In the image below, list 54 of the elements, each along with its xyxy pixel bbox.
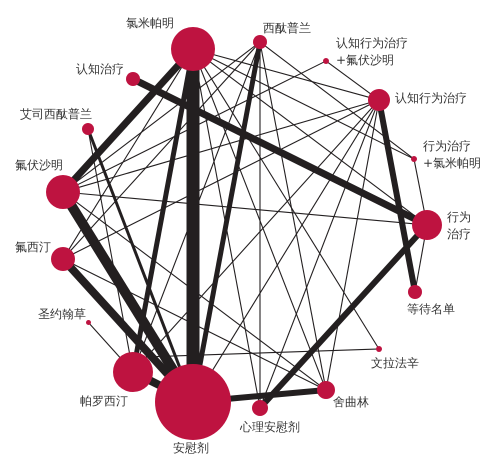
connector-line <box>259 48 261 400</box>
node-label: 心理安慰剂 <box>240 419 300 436</box>
node-label: 文拉法辛 <box>371 355 419 372</box>
connector-line <box>76 202 320 386</box>
node-label: 氟伏沙明 <box>15 157 63 174</box>
connector-line <box>67 264 171 377</box>
node-label: 安慰剂 <box>173 440 209 457</box>
connector-line <box>414 162 425 211</box>
connector-line <box>328 62 371 94</box>
connector-line <box>71 62 182 182</box>
connector-line <box>262 110 376 402</box>
connector-line <box>210 62 416 217</box>
node-label: 西酞普兰 <box>263 20 311 37</box>
connector-line <box>140 48 258 354</box>
connector-line <box>416 239 425 286</box>
connector-line <box>327 110 378 382</box>
connector-line <box>200 69 324 382</box>
node-label: 圣约翰草 <box>38 306 86 323</box>
node-label: 等待名单 <box>407 301 455 318</box>
connector-line <box>378 110 417 287</box>
connector-line <box>214 54 369 98</box>
node-label: 氟西汀 <box>15 239 51 256</box>
connector-line <box>78 62 324 186</box>
node-label: 艾司西酞普兰 <box>20 106 92 123</box>
node-label: 行为治疗+氯米帕明 <box>423 138 482 172</box>
connector-line <box>80 192 412 224</box>
connector-line <box>148 377 162 389</box>
node-label: 认知行为治疗+氟伏沙明 <box>336 35 409 69</box>
connector-line <box>88 134 181 368</box>
node-label: 行为治疗 <box>447 209 472 243</box>
connector-line <box>262 234 420 405</box>
connector-line <box>67 202 178 373</box>
connector-line <box>264 46 412 158</box>
connector-line <box>136 78 416 222</box>
connector-line <box>78 102 369 188</box>
connector-line <box>89 323 120 358</box>
node-label: 氯米帕明 <box>126 15 174 32</box>
connector-line <box>204 67 378 348</box>
connector-line <box>73 264 318 387</box>
node-label: 帕罗西汀 <box>80 393 128 410</box>
connector-line <box>88 134 130 353</box>
connector-line <box>197 48 262 366</box>
connector-line <box>68 67 182 250</box>
connector-line <box>76 46 256 182</box>
connector-line <box>230 388 318 402</box>
connector-line <box>212 108 374 370</box>
node-label: 认知治疗 <box>76 61 124 78</box>
node-label: 舍曲林 <box>333 394 369 411</box>
node-label: 认知行为治疗 <box>395 90 467 107</box>
connector-line <box>186 70 200 365</box>
connector-line <box>212 58 412 158</box>
connector-line <box>260 48 325 382</box>
connector-line <box>70 46 256 251</box>
connector-line <box>73 104 370 254</box>
